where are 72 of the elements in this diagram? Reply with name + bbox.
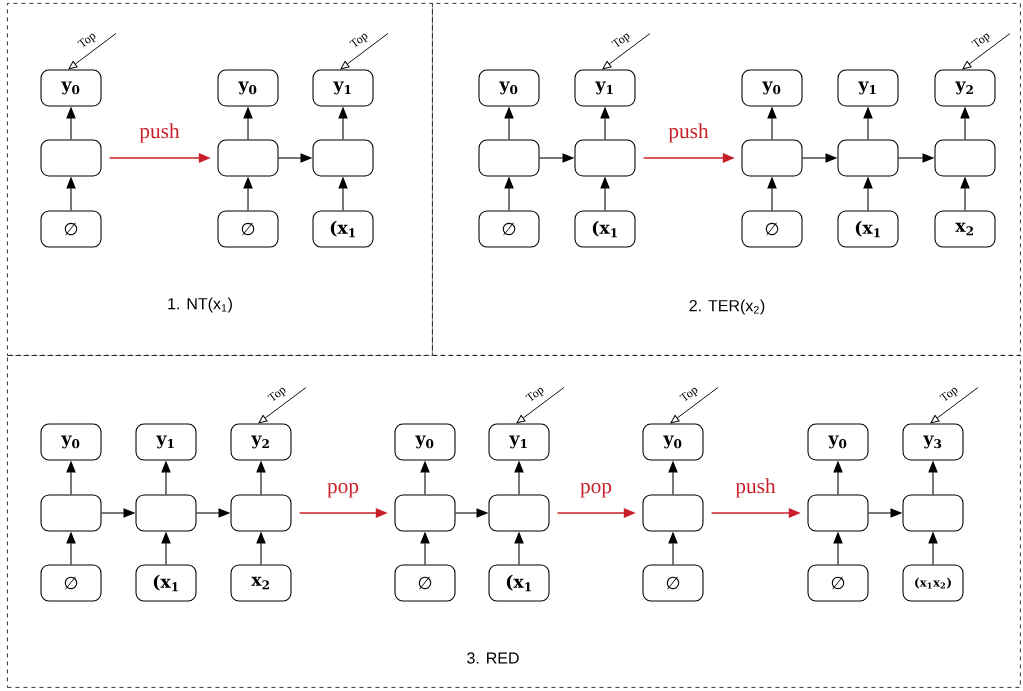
output-box: y$_{1}$ [312, 69, 374, 107]
edge-label: Top [349, 33, 368, 48]
state-box [217, 139, 279, 177]
edge-label: Top [525, 387, 544, 402]
state-box [230, 494, 292, 532]
input-box: ∅ [807, 564, 869, 602]
input-box: (x$_{1}$ [574, 210, 636, 248]
input-box: (x$_{1}$ [837, 210, 899, 248]
output-box: y$_{1}$ [574, 69, 636, 107]
input-box: ∅ [394, 564, 456, 602]
output-box: y$_{0}$ [741, 69, 803, 107]
edge-label: Top [611, 33, 630, 48]
pointer-arrow [340, 33, 389, 70]
state-box [394, 494, 456, 532]
edge-label: push [735, 478, 776, 498]
input-box: x$_{2}$ [230, 564, 292, 602]
state-box [807, 494, 869, 532]
edge-label: Top [77, 33, 96, 48]
input-box: (x$_{1}$ [312, 210, 374, 248]
input-box: x$_{2}$ [934, 210, 996, 248]
input-box: (x$_{1}$ [488, 564, 550, 602]
state-box [135, 494, 197, 532]
edge-label: pop [327, 483, 359, 498]
pointer-arrow [516, 387, 565, 424]
output-box: y$_{0}$ [217, 69, 279, 107]
state-box [40, 494, 102, 532]
edge-label: pop [580, 483, 612, 498]
input-box: ∅ [40, 210, 102, 248]
edge-label: Top [939, 387, 958, 402]
output-box: y$_{2}$ [934, 69, 996, 107]
edge-label: Top [971, 33, 990, 48]
output-box: y$_{1}$ [488, 423, 550, 461]
state-box [40, 139, 102, 177]
state-box [312, 139, 374, 177]
edge-label: push [668, 123, 709, 143]
pointer-arrow [962, 33, 1011, 70]
input-box: ∅ [217, 210, 279, 248]
input-box: ∅ [741, 210, 803, 248]
output-box: y$_{0}$ [642, 423, 704, 461]
state-box [488, 494, 550, 532]
pointer-arrow [68, 33, 117, 70]
state-box [478, 139, 540, 177]
output-box: y$_{0}$ [394, 423, 456, 461]
input-box: (x$_{1}$ [135, 564, 197, 602]
input-box: (x$_{1}$x$_{2}$) [902, 564, 964, 602]
input-box: ∅ [478, 210, 540, 248]
output-box: y$_{0}$ [40, 423, 102, 461]
panel-caption: 1. NT(x$_{1}$) [168, 297, 232, 313]
state-box [902, 494, 964, 532]
output-box: y$_{2}$ [230, 423, 292, 461]
output-box: y$_{0}$ [807, 423, 869, 461]
input-box: ∅ [642, 564, 704, 602]
edge-label: Top [267, 387, 286, 402]
state-box [934, 139, 996, 177]
pointer-arrow [602, 33, 651, 70]
panel-caption: 2. TER(x$_{2}$) [689, 299, 765, 315]
pointer-arrow [670, 387, 719, 424]
edge-label: Top [679, 387, 698, 402]
input-box: ∅ [40, 564, 102, 602]
state-box [574, 139, 636, 177]
state-box [642, 494, 704, 532]
pointer-arrow [258, 387, 307, 424]
output-box: y$_{0}$ [478, 69, 540, 107]
pointer-arrow [930, 387, 979, 424]
state-box [837, 139, 899, 177]
state-box [741, 139, 803, 177]
output-box: y$_{1}$ [135, 423, 197, 461]
panel-caption: 3. RED [467, 652, 519, 664]
edge-label: push [139, 123, 180, 143]
output-box: y$_{1}$ [837, 69, 899, 107]
output-box: y$_{0}$ [40, 69, 102, 107]
output-box: y$_{3}$ [902, 423, 964, 461]
